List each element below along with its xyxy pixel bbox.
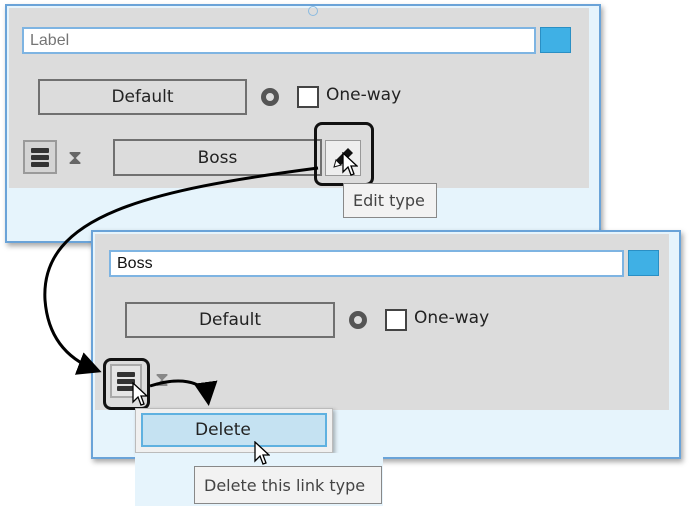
cursor-icon	[254, 441, 270, 467]
oneway-label: One-way	[326, 85, 402, 105]
label-input[interactable]	[109, 250, 624, 277]
default-button[interactable]: Default	[38, 79, 247, 115]
delete-tooltip: Delete this link type	[194, 466, 382, 504]
highlight-frame	[103, 358, 150, 410]
cursor-icon	[342, 152, 358, 178]
label-input[interactable]	[22, 27, 536, 54]
type-button[interactable]: Boss	[113, 139, 322, 176]
arrow-edit-to-menu	[43, 166, 319, 375]
color-swatch[interactable]	[540, 27, 571, 53]
radio-button[interactable]	[261, 88, 279, 106]
menu-item-delete[interactable]: Delete	[141, 413, 327, 447]
radio-button[interactable]	[349, 311, 367, 329]
hourglass-icon[interactable]: ⧗	[68, 145, 83, 169]
menu-list-icon[interactable]	[23, 140, 57, 174]
cursor-icon	[132, 382, 148, 408]
oneway-checkbox[interactable]	[385, 309, 407, 331]
arrow-menu-to-delete	[149, 379, 218, 406]
oneway-checkbox[interactable]	[297, 86, 319, 108]
color-swatch[interactable]	[628, 250, 659, 276]
edit-type-tooltip: Edit type	[343, 183, 437, 218]
drag-handle-icon	[308, 6, 318, 16]
oneway-label: One-way	[414, 308, 490, 328]
default-button[interactable]: Default	[125, 302, 335, 338]
